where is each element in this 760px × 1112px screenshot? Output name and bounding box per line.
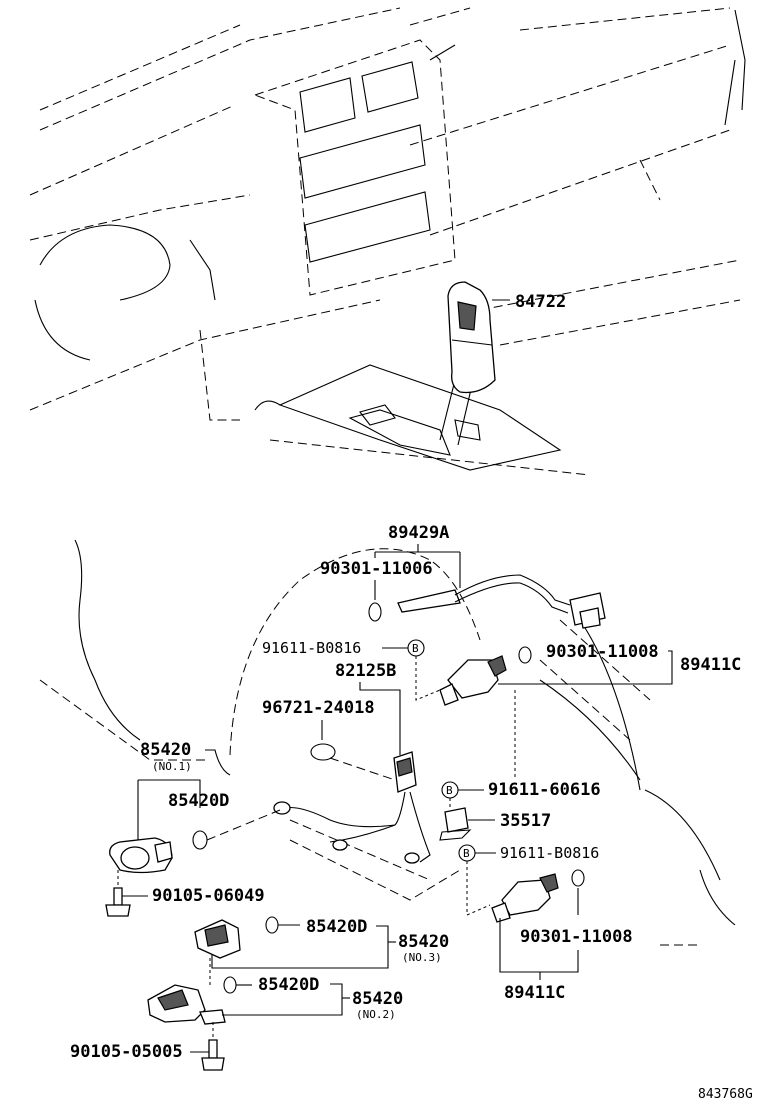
sensor-85420-no1	[109, 837, 173, 874]
note-no1: (NO.1)	[152, 760, 192, 773]
grommet-96721-24018	[310, 743, 336, 761]
marker-b-lower-text: B	[463, 847, 470, 860]
o-ring-85420D-no2	[223, 976, 237, 994]
part-90301-11008-lower-label[interactable]: 90301-11008	[520, 927, 633, 947]
part-96721-24018-label[interactable]: 96721-24018	[262, 698, 375, 718]
connector-82125B	[393, 751, 417, 793]
o-ring-90301-11008-upper	[518, 646, 532, 664]
part-90105-05005-label[interactable]: 90105-05005	[70, 1042, 183, 1062]
part-85420D-no1-label[interactable]: 85420D	[168, 791, 229, 811]
part-85420-no1-label[interactable]: 85420	[140, 740, 191, 760]
o-ring-85420D-no3	[265, 916, 279, 934]
o-ring-90301-11006	[368, 602, 382, 622]
part-85420D-no2-label[interactable]: 85420D	[258, 975, 319, 995]
part-82125B-label[interactable]: 82125B	[335, 661, 396, 681]
shift-lever-84722	[439, 281, 496, 446]
marker-b-middle-text: B	[446, 784, 453, 797]
part-89411C-lower-label[interactable]: 89411C	[504, 983, 565, 1003]
o-ring-85420D-no1	[192, 830, 208, 850]
part-89411C-upper-label[interactable]: 89411C	[680, 655, 741, 675]
part-91611-60616-label[interactable]: 91611-60616	[488, 780, 601, 800]
diagram-code: 843768G	[698, 1087, 753, 1102]
part-90105-06049-label[interactable]: 90105-06049	[152, 886, 265, 906]
dashboard-illustration	[29, 7, 746, 476]
o-ring-90301-11008-lower	[571, 869, 585, 887]
note-no3: (NO.3)	[402, 951, 442, 964]
part-89429A-label[interactable]: 89429A	[388, 523, 449, 543]
body-outline	[39, 539, 736, 946]
part-90301-11008-upper-label[interactable]: 90301-11008	[546, 642, 659, 662]
part-85420-no3-label[interactable]: 85420	[398, 932, 449, 952]
part-85420D-no3-label[interactable]: 85420D	[306, 917, 367, 937]
part-91611-B0816-lower-label[interactable]: 91611-B0816	[500, 844, 599, 862]
part-85420-no2-label[interactable]: 85420	[352, 989, 403, 1009]
clamp-35517	[439, 807, 472, 841]
sensor-89411C-upper	[439, 655, 507, 706]
part-90301-11006-label[interactable]: 90301-11006	[320, 559, 433, 579]
marker-b-upper-text: B	[412, 642, 419, 655]
sensor-85420-no2	[147, 984, 226, 1025]
part-91611-B0816-upper-label[interactable]: 91611-B0816	[262, 639, 361, 657]
sensor-89411C-lower	[491, 873, 559, 923]
speed-sensor-89429A	[397, 574, 606, 629]
part-35517-label[interactable]: 35517	[500, 811, 551, 831]
note-no2: (NO.2)	[356, 1008, 396, 1021]
part-84722-label[interactable]: 84722	[515, 292, 566, 312]
sensor-85420-no3	[194, 919, 241, 959]
